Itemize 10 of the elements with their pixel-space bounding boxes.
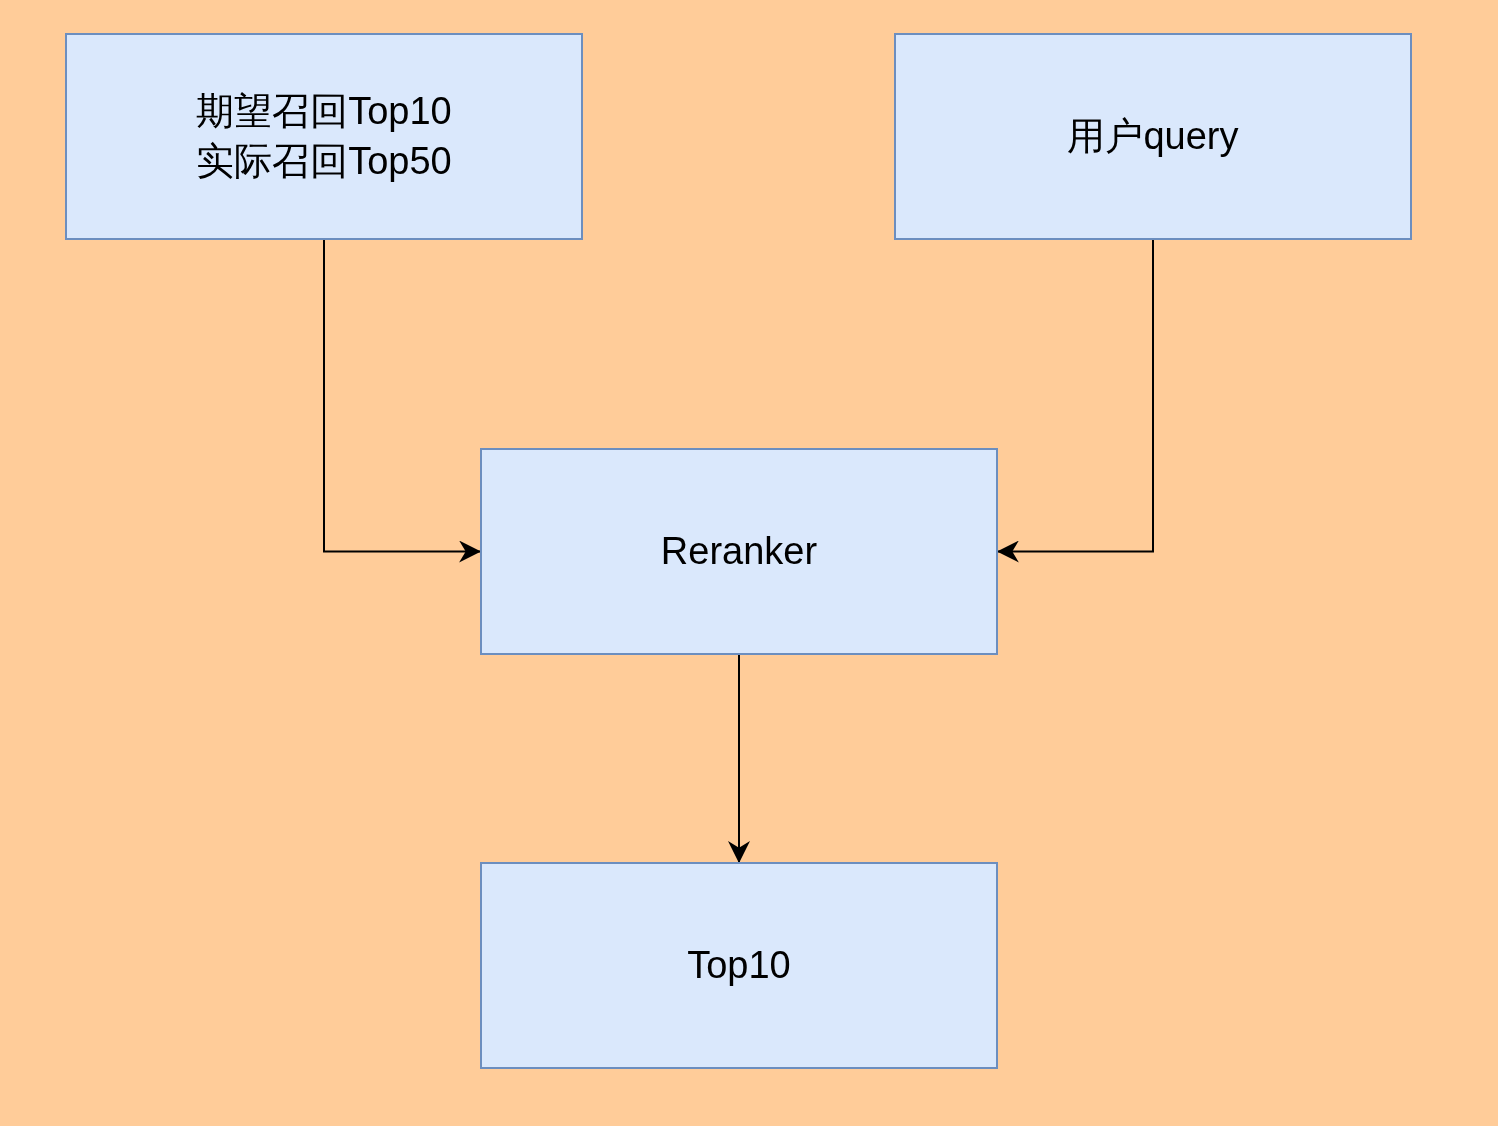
box-label: Top10 bbox=[687, 942, 791, 988]
process-box bbox=[894, 33, 1412, 240]
box-label: 期望召回Top10 实际召回Top50 bbox=[195, 89, 453, 184]
box-label: Reranker bbox=[660, 528, 818, 574]
process-box bbox=[480, 448, 998, 655]
box-label: 用户query bbox=[1067, 113, 1239, 159]
process-box bbox=[480, 862, 998, 1069]
arrow bbox=[323, 239, 482, 563]
arrow bbox=[728, 654, 750, 864]
process-box bbox=[65, 33, 583, 240]
